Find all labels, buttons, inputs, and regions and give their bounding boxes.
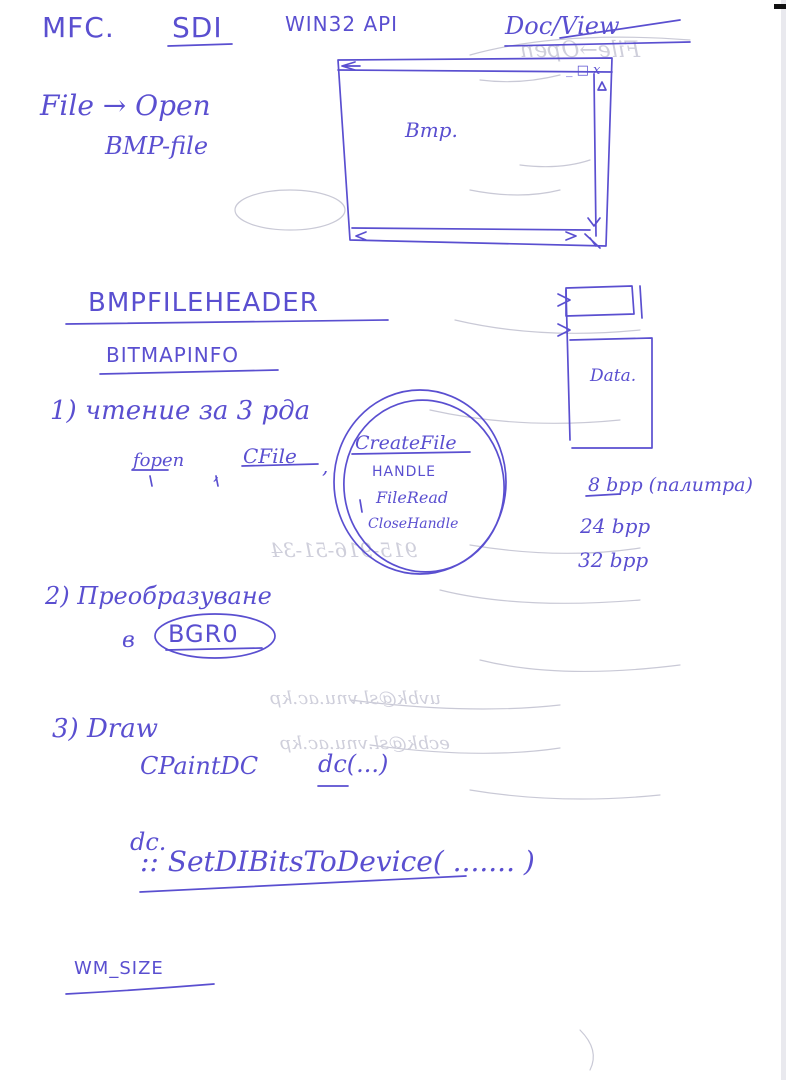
docview-strike <box>559 19 681 39</box>
caption-buttons-glyph: _ □ x <box>566 63 601 78</box>
bgr0-label: BGR0 <box>168 620 239 648</box>
option-cfile: CFile <box>243 444 297 468</box>
dc-prefix-label: dc. <box>130 828 167 856</box>
file-open-label: File → Open <box>40 89 211 122</box>
closehandle-label: CloseHandle <box>368 516 459 532</box>
createfile-circle-2 <box>343 399 505 573</box>
header-sdi: SDI <box>172 11 223 44</box>
bitmapinfo-label: BITMAPINFO <box>106 343 239 367</box>
docview-underline <box>504 41 691 47</box>
bpp8-label: 8 bpp (палитра) <box>588 474 753 496</box>
createfile-underline <box>351 451 471 455</box>
window-caption-bar <box>337 69 613 73</box>
data-box <box>569 337 653 449</box>
cfile-underline <box>241 463 319 467</box>
data-box-label: Data. <box>590 366 637 386</box>
bgr0-oval <box>154 613 276 659</box>
createfile-label: CreateFile <box>355 432 457 454</box>
option-fopen: fopen <box>133 450 185 471</box>
layout-frame-right <box>639 285 643 319</box>
step3-title: 3) Draw <box>52 714 158 744</box>
info-box-arrow <box>557 323 571 337</box>
scan-mark <box>774 4 786 9</box>
bgr0-underline <box>165 647 263 651</box>
bpp8-underline <box>585 493 621 497</box>
step2-prefix: в <box>122 628 135 653</box>
fileread-label: FileRead <box>376 488 449 507</box>
header-docview: Doc/View <box>505 12 620 40</box>
bitmapinfo-underline <box>99 369 279 375</box>
separator: , <box>322 454 329 478</box>
cpaintdc-label: CPaintDC <box>140 752 259 780</box>
header-box <box>565 285 635 317</box>
setdibits-call: :: SetDIBitsToDevice( ....... ) <box>140 845 535 878</box>
separator: , <box>213 460 220 484</box>
wm-size-underline <box>65 983 215 995</box>
handle-label: HANDLE <box>372 464 437 480</box>
window-vscroll <box>593 73 597 237</box>
paper-edge <box>781 0 786 1080</box>
window-sketch-label: Bmp. <box>405 118 458 142</box>
step2-title: 2) Преобразуване <box>45 582 272 610</box>
bmpfileheader-label: BMPFILEHEADER <box>88 288 319 318</box>
dc-call-label: dc(...) <box>318 750 389 778</box>
bpp32-label: 32 bpp <box>578 548 649 572</box>
header-box-arrow <box>557 293 571 307</box>
bmp-file-label: BMP-file <box>105 132 209 160</box>
setdibits-underline <box>139 875 467 893</box>
header-mfc: MFC. <box>42 11 115 44</box>
cfile-tick <box>215 475 219 487</box>
window-frame <box>337 57 613 247</box>
step1-title: 1) чтение за 3 рда <box>50 396 311 426</box>
window-hscroll <box>351 227 591 231</box>
hscroll-left-arrow <box>355 231 367 241</box>
createfile-inner-stroke <box>359 499 363 513</box>
header-api: WIN32 API <box>285 12 399 36</box>
createfile-circle-1 <box>333 389 507 575</box>
fopen-tick <box>149 475 153 487</box>
vscroll-up-arrow <box>597 81 607 91</box>
sdi-underline <box>167 43 233 47</box>
layout-frame-left <box>565 289 571 441</box>
window-caption-inner <box>341 61 361 71</box>
vscroll-down-arrow <box>587 217 601 227</box>
wm-size-label: WM_SIZE <box>74 958 164 979</box>
bpp24-label: 24 bpp <box>580 514 651 538</box>
size-grip <box>584 233 601 249</box>
bmpfileheader-underline <box>65 319 389 325</box>
hscroll-right-arrow <box>565 231 577 241</box>
